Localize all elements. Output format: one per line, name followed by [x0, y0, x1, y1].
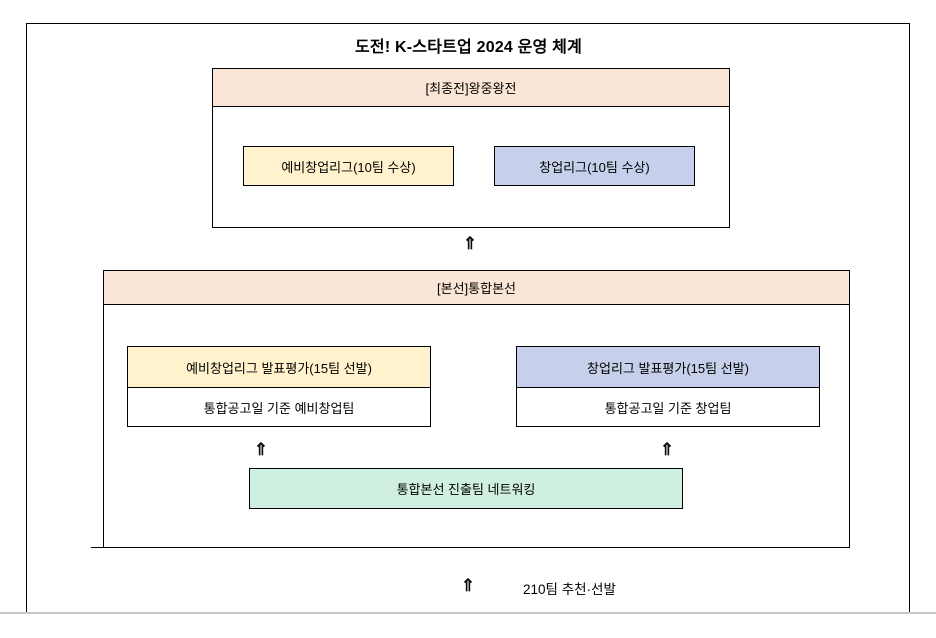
diagram-title: 도전! K-스타트업 2024 운영 체계 [355, 39, 582, 56]
final-pre-startup-league-box: 예비창업리그(10팀 수상) [243, 146, 454, 186]
pre-startup-evaluation-header: 예비창업리그 발표평가(15팀 선발) [128, 347, 430, 388]
final-round-box: [최종전]왕중왕전 예비창업리그(10팀 수상) 창업리그(10팀 수상) [212, 68, 730, 228]
startup-evaluation-body: 통합공고일 기준 창업팀 [517, 388, 819, 426]
final-round-header: [최종전]왕중왕전 [213, 69, 729, 107]
up-arrow-icon: ⇑ [460, 576, 476, 595]
recommendation-note: 210팀 추천·선발 [523, 582, 616, 597]
up-arrow-icon: ⇑ [253, 440, 269, 459]
page-bottom-edge [0, 612, 936, 614]
pre-startup-evaluation-body: 통합공고일 기준 예비창업팀 [128, 388, 430, 426]
final-startup-league-box: 창업리그(10팀 수상) [494, 146, 695, 186]
pre-startup-evaluation-box: 예비창업리그 발표평가(15팀 선발) 통합공고일 기준 예비창업팀 [127, 346, 431, 427]
startup-evaluation-box: 창업리그 발표평가(15팀 선발) 통합공고일 기준 창업팀 [516, 346, 820, 427]
up-arrow-icon: ⇑ [462, 234, 478, 253]
main-round-box: [본선]통합본선 예비창업리그 발표평가(15팀 선발) 통합공고일 기준 예비… [103, 270, 850, 548]
networking-box: 통합본선 진출팀 네트워킹 [249, 468, 683, 509]
main-box-border-overhang [91, 546, 104, 548]
startup-evaluation-header: 창업리그 발표평가(15팀 선발) [517, 347, 819, 388]
diagram-outer-border [26, 23, 910, 613]
main-round-header: [본선]통합본선 [104, 271, 849, 305]
up-arrow-icon: ⇑ [659, 440, 675, 459]
